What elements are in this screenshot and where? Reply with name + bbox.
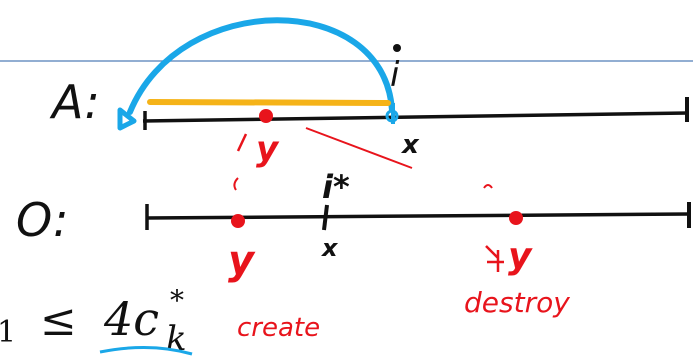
red-small-tick bbox=[233, 177, 239, 191]
formula-rhs: 4c bbox=[103, 292, 159, 346]
blue-arc-arrow bbox=[127, 17, 395, 115]
row-a-i-dot-icon bbox=[393, 44, 401, 52]
formula-rhs-sup: * bbox=[170, 284, 184, 317]
create-note: create bbox=[237, 313, 320, 343]
orange-range-bar bbox=[147, 99, 391, 106]
row-a-y-label: y bbox=[256, 129, 280, 169]
row-o-y-left-label: y bbox=[228, 238, 256, 284]
red-slash-mark bbox=[236, 133, 248, 152]
red-up-arrow-icon bbox=[485, 245, 504, 272]
destroy-note: destroy bbox=[464, 286, 570, 319]
row-o-x-label: x bbox=[321, 234, 339, 262]
row-o-i-tick bbox=[322, 204, 329, 231]
underbrace-stroke bbox=[99, 346, 193, 356]
row-a-y-point bbox=[259, 109, 273, 123]
row-a-i-label: i bbox=[390, 55, 400, 95]
row-o-segment bbox=[145, 212, 691, 220]
row-o-y-right-label: y bbox=[508, 236, 533, 277]
row-o-label: O: bbox=[16, 193, 69, 247]
row-o-y-left-point bbox=[231, 214, 245, 228]
formula-lhs-tail: 1 bbox=[0, 315, 16, 350]
row-a-x-label: x bbox=[400, 130, 420, 160]
row-o-y-right-point bbox=[509, 211, 523, 225]
blue-arrowhead-icon bbox=[117, 107, 137, 131]
row-a-i-point bbox=[385, 109, 399, 123]
row-o-i-label: i* bbox=[322, 168, 350, 206]
red-prime-mark bbox=[483, 184, 493, 189]
formula-leq: ≤ bbox=[40, 295, 77, 346]
row-a-label: A: bbox=[49, 75, 100, 129]
red-pointer-line bbox=[305, 127, 413, 169]
row-a-segment bbox=[142, 111, 689, 123]
